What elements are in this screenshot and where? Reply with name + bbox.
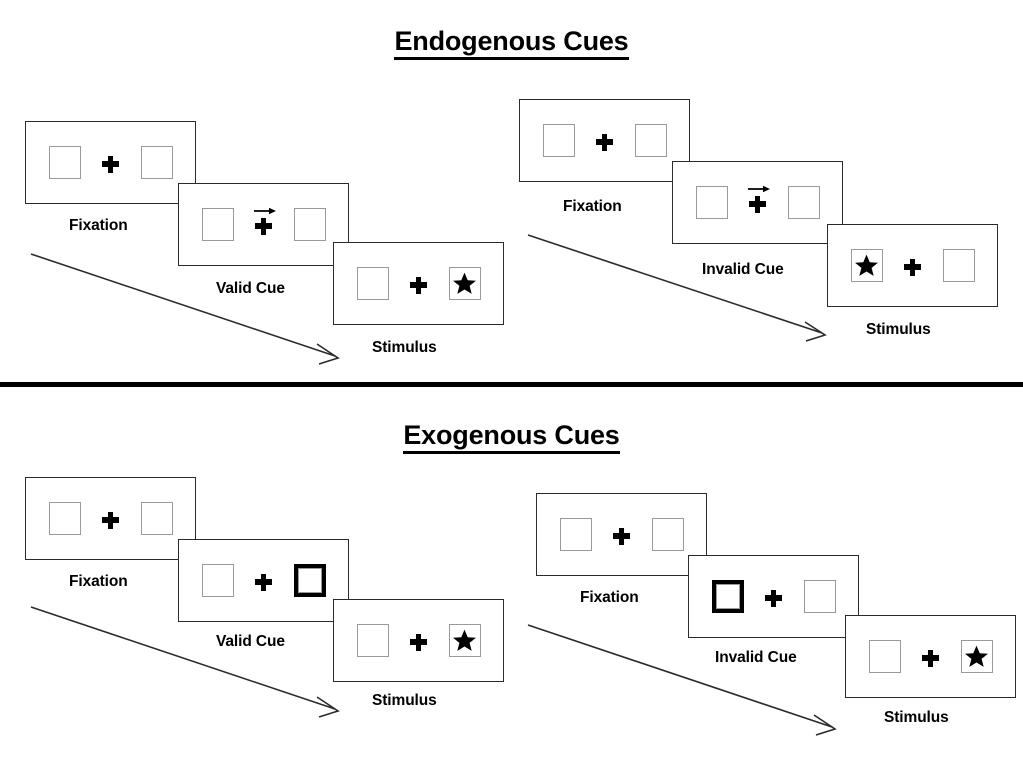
panel-exogenous-valid-cue — [178, 539, 349, 622]
caption-exogenous-valid-fixation: Fixation — [69, 573, 128, 590]
center-slot — [98, 146, 124, 179]
box-left — [356, 624, 389, 657]
section-exogenous: Exogenous Cues Fixation Valid Cue — [0, 389, 1023, 767]
box-right — [942, 249, 975, 282]
fixation-plus-icon — [410, 633, 427, 651]
box-left — [48, 146, 81, 179]
panel-exogenous-invalid-fixation — [536, 493, 707, 576]
fixation-plus-icon — [749, 195, 766, 213]
panel-endogenous-invalid-stimulus — [827, 224, 998, 307]
section-endogenous: Endogenous Cues Fixation — [0, 26, 1023, 365]
panel-endogenous-invalid-cue — [672, 161, 843, 244]
section-divider — [0, 382, 1023, 387]
center-slot — [592, 124, 618, 157]
center-slot — [918, 640, 944, 673]
caption-endogenous-valid-cue: Valid Cue — [216, 280, 285, 297]
fixation-plus-icon — [765, 589, 782, 607]
fixation-plus-icon — [255, 573, 272, 591]
box-right — [140, 146, 173, 179]
star-icon — [453, 272, 476, 294]
fixation-plus-icon — [904, 258, 921, 276]
section-title-exogenous-text: Exogenous Cues — [403, 420, 620, 454]
center-slot — [251, 564, 277, 597]
center-slot — [609, 518, 635, 551]
caption-endogenous-invalid-fixation: Fixation — [563, 198, 622, 215]
star-icon — [453, 629, 476, 651]
arrow-right-cue-icon — [253, 207, 276, 215]
section-title-exogenous: Exogenous Cues — [0, 420, 1023, 454]
panel-exogenous-valid-stimulus — [333, 599, 504, 682]
caption-exogenous-invalid-cue: Invalid Cue — [715, 649, 797, 666]
box-left — [695, 186, 728, 219]
section-title-endogenous-text: Endogenous Cues — [394, 26, 629, 60]
section-title-endogenous: Endogenous Cues — [0, 26, 1023, 60]
box-left — [850, 249, 883, 282]
box-left — [48, 502, 81, 535]
time-arrow-endogenous-left — [30, 253, 340, 365]
box-right — [634, 124, 667, 157]
center-slot — [251, 207, 277, 241]
caption-endogenous-invalid-stimulus: Stimulus — [866, 321, 931, 338]
box-left — [356, 267, 389, 300]
box-right — [448, 267, 481, 300]
box-right — [787, 186, 820, 219]
caption-exogenous-invalid-stimulus: Stimulus — [884, 709, 949, 726]
box-right — [651, 518, 684, 551]
caption-endogenous-valid-stimulus: Stimulus — [372, 339, 437, 356]
fixation-plus-icon — [922, 649, 939, 667]
fixation-plus-icon — [255, 217, 272, 235]
box-left-cued — [711, 580, 744, 613]
panel-exogenous-invalid-cue — [688, 555, 859, 638]
center-slot — [406, 624, 432, 657]
fixation-plus-icon — [613, 527, 630, 545]
panel-endogenous-valid-stimulus — [333, 242, 504, 325]
panel-endogenous-valid-fixation — [25, 121, 196, 204]
box-left — [201, 564, 234, 597]
time-arrow-endogenous-right — [527, 234, 827, 342]
box-right-cued — [293, 564, 326, 597]
caption-endogenous-invalid-cue: Invalid Cue — [702, 261, 784, 278]
star-icon — [965, 645, 988, 667]
center-slot — [745, 185, 771, 219]
box-left — [559, 518, 592, 551]
caption-exogenous-valid-stimulus: Stimulus — [372, 692, 437, 709]
fixation-plus-icon — [102, 155, 119, 173]
box-right — [960, 640, 993, 673]
panel-exogenous-valid-fixation — [25, 477, 196, 560]
center-slot — [98, 502, 124, 535]
box-left — [542, 124, 575, 157]
caption-exogenous-invalid-fixation: Fixation — [580, 589, 639, 606]
fixation-plus-icon — [102, 511, 119, 529]
box-right — [448, 624, 481, 657]
panel-exogenous-invalid-stimulus — [845, 615, 1016, 698]
center-slot — [406, 267, 432, 300]
fixation-plus-icon — [596, 133, 613, 151]
panel-endogenous-valid-cue — [178, 183, 349, 266]
fixation-plus-icon — [410, 276, 427, 294]
center-slot — [761, 580, 787, 613]
star-icon — [855, 254, 878, 276]
box-right — [803, 580, 836, 613]
caption-endogenous-valid-fixation: Fixation — [69, 217, 128, 234]
panel-endogenous-invalid-fixation — [519, 99, 690, 182]
arrow-right-cue-icon — [747, 185, 770, 193]
box-left — [201, 208, 234, 241]
center-slot — [900, 249, 926, 282]
caption-exogenous-valid-cue: Valid Cue — [216, 633, 285, 650]
box-left — [868, 640, 901, 673]
box-right — [140, 502, 173, 535]
box-right — [293, 208, 326, 241]
